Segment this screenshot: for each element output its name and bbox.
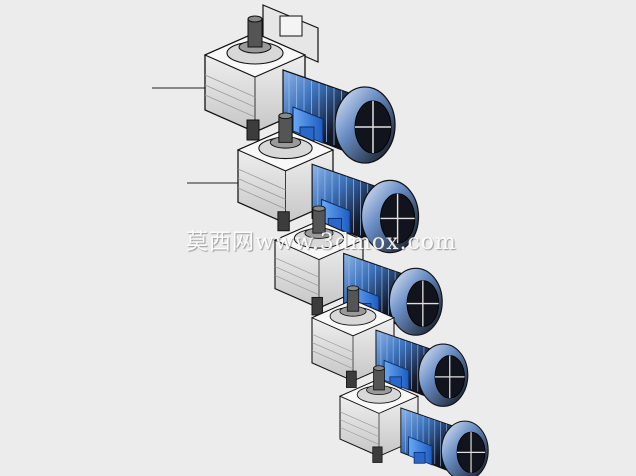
gear-motor-4 [310, 285, 469, 407]
gear-motor-5 [338, 365, 489, 476]
gear-motor-2 [236, 112, 420, 254]
mounting-bracket [262, 4, 319, 63]
gear-motor-1 [203, 15, 396, 164]
watermark: 莫西网www.3dmox.com [186, 230, 457, 255]
